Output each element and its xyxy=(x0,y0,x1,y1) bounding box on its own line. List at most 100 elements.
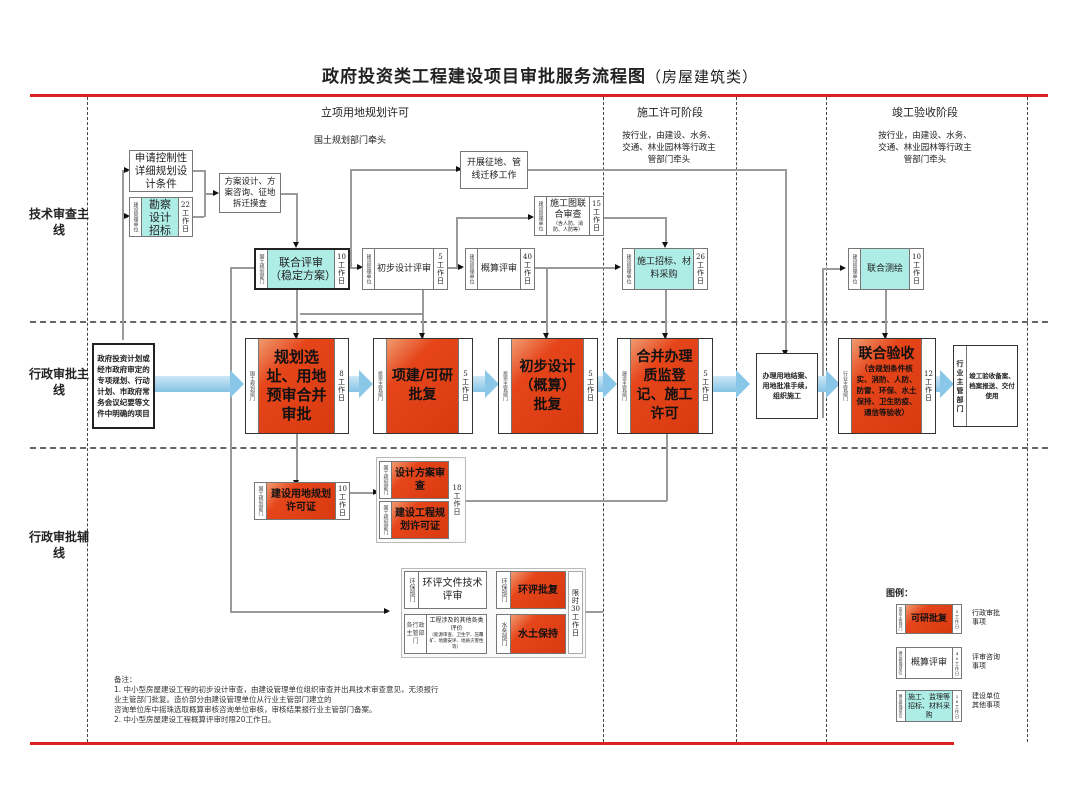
stage-title: 竣工验收阶段 xyxy=(892,106,958,119)
node-dept: 国土规划部门 xyxy=(246,339,259,433)
arrow-icon xyxy=(124,167,130,173)
node-title: 建设用地规划许可证 xyxy=(267,483,335,519)
stage-lead: 按行业，由建设、水务、交通、林业园林等行政主管部门牵头 xyxy=(878,131,972,165)
node-site-selection[interactable]: 国土规划部门 规划选址、用地预审合并审批 8工作日 xyxy=(245,338,349,434)
connector xyxy=(885,290,887,338)
arrow-icon xyxy=(357,264,363,270)
stage-separator xyxy=(826,97,827,742)
legend-item-admin: 投资主管部门 可研批复 5工作日 xyxy=(896,604,962,634)
node-joint-review[interactable]: 国土规划部门 联合评审（稳定方案） 10工作日 xyxy=(254,248,350,290)
node-survey-bid[interactable]: 建设管理单位 勘察设计招标 22工作日 xyxy=(129,197,193,237)
node-days: 8工作日 xyxy=(334,339,348,433)
node-project-approval[interactable]: 投资主管部门 项建/可研批复 5工作日 xyxy=(373,338,473,434)
node-title: 设计方案审查 xyxy=(392,462,448,498)
arrow-icon xyxy=(882,333,888,339)
connector xyxy=(666,433,668,501)
arrow-icon xyxy=(528,214,534,220)
node-title: 施工、监理等招标、材料采购 xyxy=(906,691,952,721)
node-scheme-design[interactable]: 方案设计、方案咨询、征地拆迁摸查 xyxy=(219,173,281,213)
arrow-icon xyxy=(456,166,462,172)
flow-arrow xyxy=(349,376,361,392)
node-other-evaluations[interactable]: 各行政主管部门 工程涉及的其他各类评价 （能源审查、卫生学、压覆矿、地震安评、地… xyxy=(404,614,487,654)
connector xyxy=(785,169,787,353)
arrow-icon xyxy=(293,333,299,339)
node-drawing-review[interactable]: 建设管理单位 施工图联合审查 （含人防、消防、人防等） 15工作日 xyxy=(534,196,604,236)
group-days: 18工作日 xyxy=(450,461,464,539)
arrow-icon xyxy=(124,213,130,219)
node-design-review[interactable]: 国土规划部门 设计方案审查 xyxy=(379,461,449,499)
arrow-icon xyxy=(293,242,299,248)
node-days: 5工作日 xyxy=(583,339,597,433)
node-title: 建设工程规划许可证 xyxy=(392,502,448,538)
connector xyxy=(280,193,297,195)
connector xyxy=(546,267,548,338)
node-title: 可研批复 xyxy=(906,605,952,633)
stage-title: 立项用地规划许可 xyxy=(321,106,409,119)
notes: 备注： 1. 中小型房屋建设工程的初步设计审查，由建设管理单位组织审查并出具技术… xyxy=(114,675,444,725)
node-land-clearing[interactable]: 开展征地、管线迁移工作 xyxy=(460,151,528,189)
node-subtitle: （含规划条件核实、消防、人防、防雷、环保、水土保持、卫生防疫、通信等验收） xyxy=(856,364,917,417)
node-days: 5工作日 xyxy=(952,605,961,633)
node-title: 施工图联合审查 xyxy=(549,199,586,220)
stage-separator xyxy=(736,97,737,742)
arrow-icon xyxy=(662,242,668,248)
node-prelim-approval[interactable]: 投资主管部门 初步设计（概算）批复 5工作日 xyxy=(498,338,598,434)
node-days: 10工作日 xyxy=(909,249,923,289)
node-dept: 水务部门 xyxy=(497,615,511,653)
node-dept: 投资主管部门 xyxy=(897,605,906,633)
connector xyxy=(528,169,786,171)
notes-line: 1. 中小型房屋建设工程的初步设计审查，由建设管理单位组织审查并出具技术审查意见… xyxy=(114,685,439,704)
node-land-filing[interactable]: 办理用地结案、用地批准手续，组织施工 xyxy=(756,353,818,419)
node-final-filing[interactable]: 行业主管部门 竣工验收备案、档案报送、交付使用 xyxy=(953,345,1018,427)
connector xyxy=(350,169,460,171)
node-title: 环评文件技术评审 xyxy=(422,578,483,602)
node-title: 施工招标、材料采购 xyxy=(635,249,693,289)
node-env-approval[interactable]: 环保部门 环评批复 xyxy=(496,571,566,609)
flow-arrow xyxy=(473,376,485,392)
lane-separator xyxy=(87,97,88,742)
node-joint-acceptance[interactable]: 行业主管部门 联合验收 （含规划条件核实、消防、人防、防雷、环保、水土保持、卫生… xyxy=(838,338,936,434)
connector xyxy=(456,217,458,268)
node-dept: 建设管理单位 xyxy=(130,198,142,236)
stage-lead: 按行业，由建设、水务、交通、林业园林等行政主管部门牵头 xyxy=(622,131,716,165)
lane-separator xyxy=(30,321,1048,323)
node-eng-permit[interactable]: 国土规划部门 建设工程规划许可证 xyxy=(379,501,449,539)
node-prelim-review[interactable]: 建设管理单位 初步设计评审 5工作日 xyxy=(362,248,448,290)
notes-title: 备注： xyxy=(114,675,137,684)
flow-arrow xyxy=(936,376,942,392)
node-construction-permit[interactable]: 建设主管部门 合并办理质监登记、施工许可 5工作日 xyxy=(617,338,713,434)
arrow-icon xyxy=(840,265,846,271)
flow-arrow-head xyxy=(603,370,617,398)
arrow-icon xyxy=(615,264,621,270)
node-title: 概算评审 xyxy=(910,657,947,668)
node-dept: 建设管理单位 xyxy=(363,249,375,289)
node-dept: 建设管理单位 xyxy=(897,691,906,721)
lane-label-admin-aux: 行政审批辅线 xyxy=(28,530,89,560)
notes-line: 2. 中小型房屋建设工程概算评审时限20工作日。 xyxy=(114,715,276,724)
node-joint-survey[interactable]: 建设管理单位 联合测绘 10工作日 xyxy=(848,248,924,290)
node-dept: 行业主管部门 xyxy=(954,346,967,426)
node-construction-bid[interactable]: 建设管理单位 施工招标、材料采购 26工作日 xyxy=(622,248,708,290)
top-rule xyxy=(30,94,1048,97)
node-dept: 投资主管部门 xyxy=(374,339,387,433)
stage-separator xyxy=(1027,97,1028,742)
node-land-permit[interactable]: 国土规划部门 建设用地规划许可证 10工作日 xyxy=(254,482,350,520)
flow-arrow xyxy=(598,376,606,392)
node-title: 初步设计评审 xyxy=(377,263,432,274)
node-soil-water[interactable]: 水务部门 水土保持 xyxy=(496,614,566,654)
node-budget-review[interactable]: 建设管理单位 概算评审 40工作日 xyxy=(465,248,535,290)
node-days: 5工作日 xyxy=(433,249,447,289)
arrow-icon xyxy=(458,264,464,270)
connector xyxy=(465,500,667,502)
connector xyxy=(583,611,603,613)
node-days: 10工作日 xyxy=(334,250,348,288)
flow-arrow xyxy=(713,376,737,392)
connector xyxy=(822,268,842,270)
connector xyxy=(230,267,254,269)
node-apply-conditions[interactable]: 申请控制性详细规划设计条件 xyxy=(129,150,193,192)
node-days: 10工作日 xyxy=(335,483,349,519)
node-days: 26工作日 xyxy=(693,249,707,289)
node-source-projects[interactable]: 政府投资计划或经市政府审定的专项规划、行动计划、市政府常务会议纪要等文件中明确的… xyxy=(92,343,155,429)
arrow-icon xyxy=(662,333,668,339)
node-env-tech-review[interactable]: 环保部门 环评文件技术评审 xyxy=(404,571,487,609)
